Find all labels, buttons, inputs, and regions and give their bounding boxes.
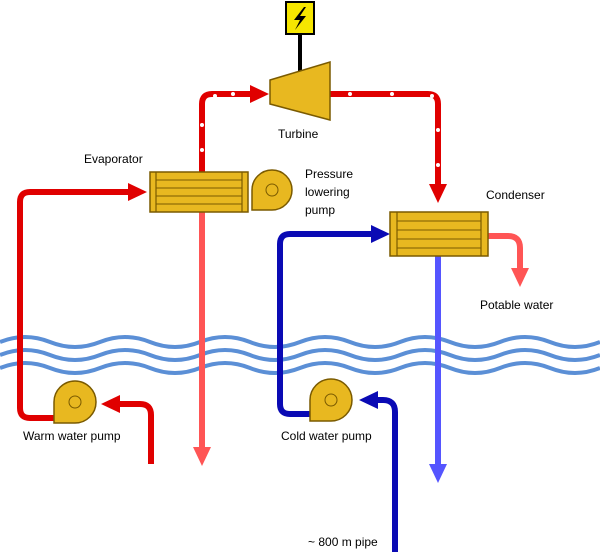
warm-discharge-pipe: [193, 212, 211, 466]
cold-water-pump-label: Cold water pump: [281, 429, 372, 443]
pressure-pump-label-line1: Pressure: [305, 167, 354, 181]
working-fluid-loop: [199, 85, 447, 203]
pipe-depth-label: ~ 800 m pipe: [308, 535, 378, 549]
cold-water-pump: [309, 378, 353, 422]
evaporator: [149, 171, 249, 213]
turbine: [269, 60, 331, 121]
potable-water-pipe: [488, 233, 529, 287]
ocean-waves: [0, 335, 600, 375]
potable-water-label: Potable water: [480, 298, 554, 312]
evaporator-label: Evaporator: [84, 152, 143, 166]
pressure-lowering-pump: [251, 169, 293, 211]
condenser-label: Condenser: [486, 188, 545, 202]
cold-water-loop: [277, 225, 398, 552]
cold-discharge-pipe: [429, 255, 447, 483]
condenser: [389, 211, 489, 257]
warm-water-pump: [53, 380, 97, 424]
warm-water-pump-label: Warm water pump: [23, 429, 121, 443]
turbine-label: Turbine: [278, 127, 319, 141]
pressure-pump-label-line3: pump: [305, 203, 336, 217]
lightning-bolt-icon: [294, 7, 306, 30]
generator: [285, 1, 315, 72]
pressure-pump-label-line2: lowering: [305, 185, 350, 199]
warm-water-loop: [17, 183, 154, 464]
